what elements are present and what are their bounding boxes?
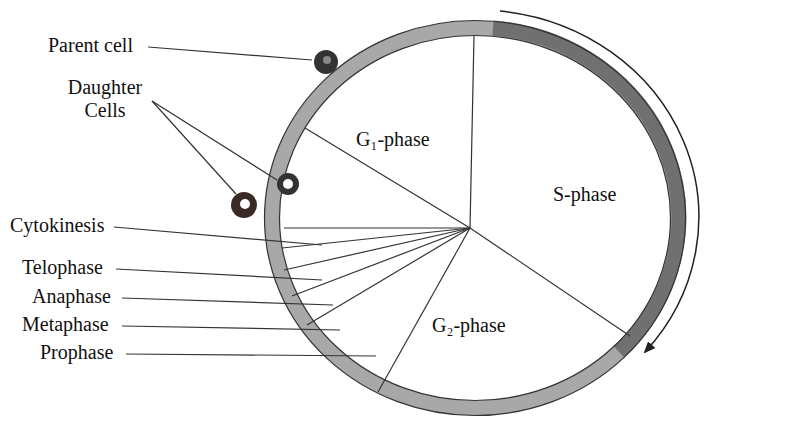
cycle-ring: [272, 28, 678, 408]
phase-label: S-phase: [553, 183, 616, 206]
daughter-cell: [231, 192, 257, 218]
cell-label: Parent cell: [48, 34, 133, 57]
phase-label: Metaphase: [22, 313, 109, 336]
phase-dividers: [282, 36, 630, 392]
cycle-ring-dark: [493, 28, 679, 352]
phase-label: G₁-phase: [356, 128, 430, 151]
cell-label: Daughter Cells: [60, 76, 150, 122]
phase-label: Anaphase: [32, 285, 111, 308]
daughter-cell: [277, 173, 299, 195]
direction-arrow: [500, 11, 699, 352]
phase-label: G₂-phase: [432, 314, 506, 337]
leader-lines: [114, 47, 376, 356]
phase-label: Prophase: [40, 341, 113, 364]
phase-label: Cytokinesis: [10, 214, 104, 237]
parent-cell: [314, 50, 338, 74]
phase-label: Telophase: [22, 256, 103, 279]
